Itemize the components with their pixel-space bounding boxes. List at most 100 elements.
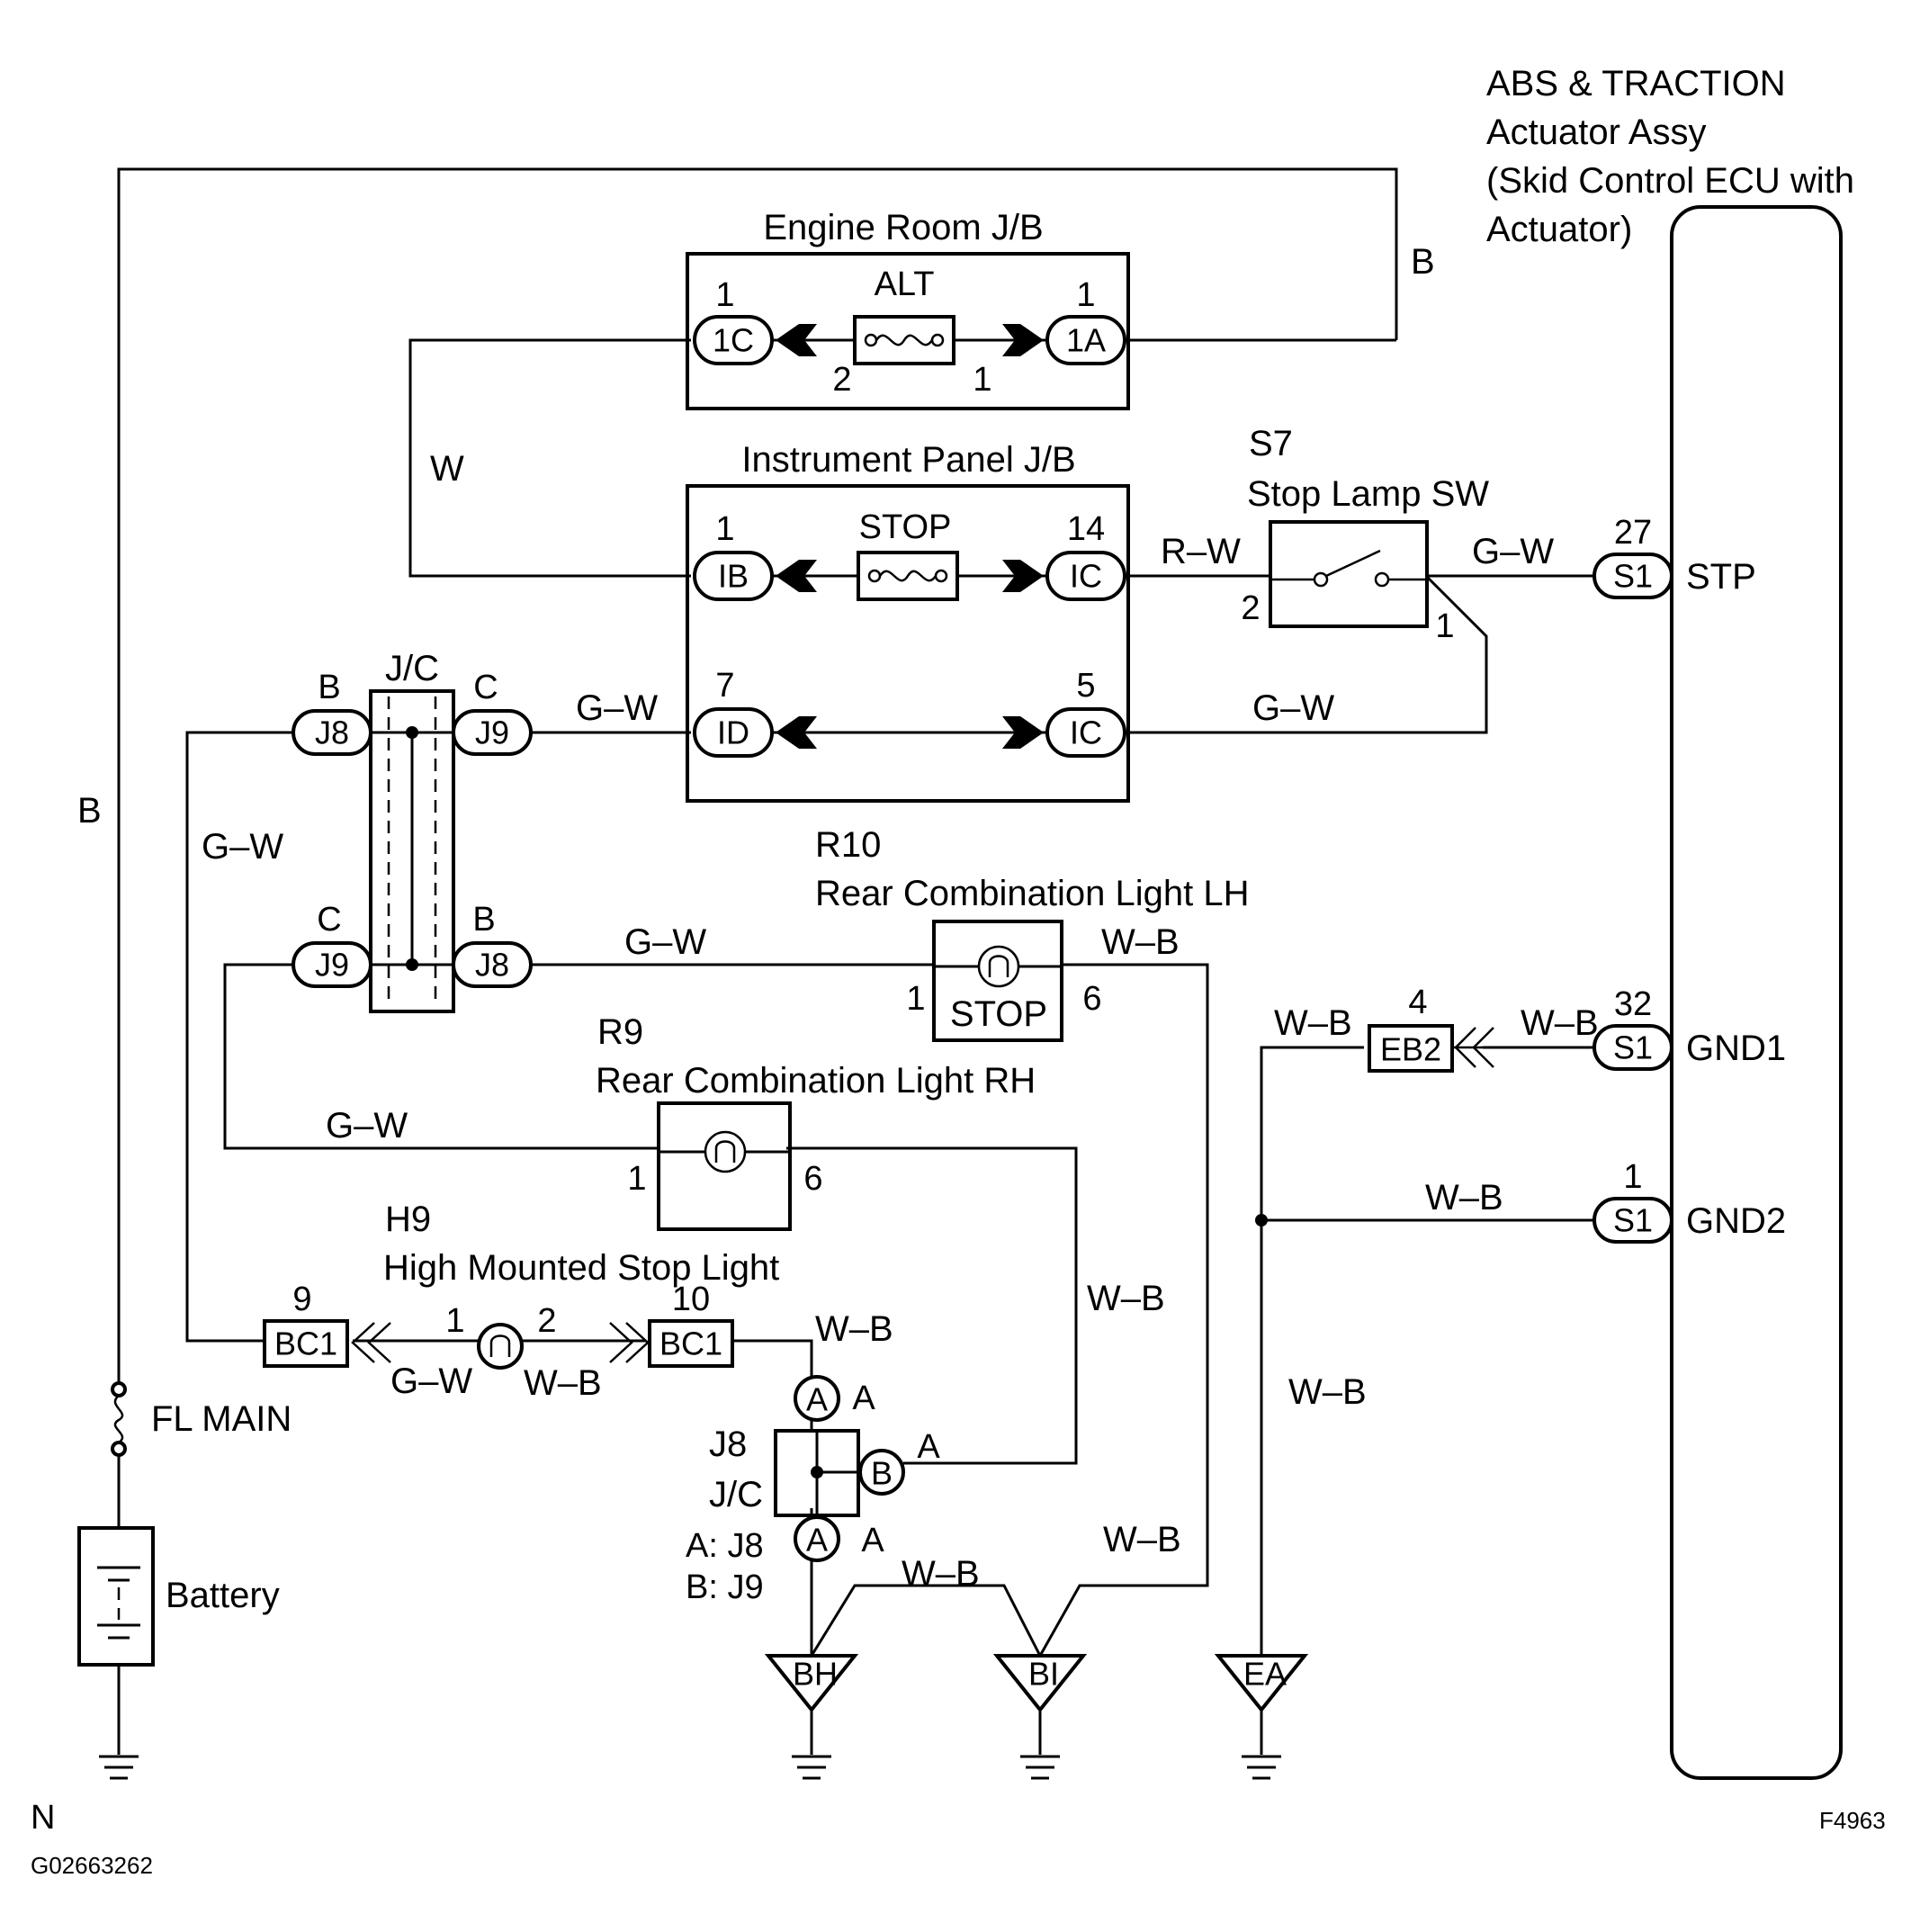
- ecu-stp-label: STP: [1686, 557, 1756, 597]
- connector-j9-top: [452, 709, 533, 756]
- connector-ic-5-pin: 5: [1076, 667, 1095, 705]
- wire-label-w: W: [430, 449, 464, 489]
- connector-j8-top: [292, 709, 372, 756]
- wire-label-wb-bh-bi: W–B: [902, 1554, 980, 1594]
- instrument-panel-jb-box: [686, 484, 1130, 803]
- high-mount-code: H9: [385, 1200, 431, 1239]
- instrument-panel-jb: Instrument Panel J/B STOP IB 1 IC 14 ID …: [686, 440, 1130, 803]
- connector-ib-label: IB: [718, 558, 749, 595]
- rear-light-lh-pin-6: 6: [1082, 980, 1101, 1018]
- wire-label-wb-gnd2: W–B: [1425, 1178, 1503, 1218]
- bulb-icon: [477, 1323, 524, 1370]
- fuse-element-icon: [878, 570, 938, 582]
- fusible-link-icon: [113, 1395, 124, 1444]
- rear-light-lh-inner: STOP: [950, 994, 1047, 1034]
- connector-bc1-left-pin: 9: [292, 1281, 311, 1318]
- ground-bi: [992, 1654, 1088, 1713]
- connector-arrow-icon: [776, 716, 817, 749]
- wire-label-wb-rh: W–B: [1087, 1279, 1165, 1318]
- jc-lower-pin-a-top-letter: A: [852, 1379, 875, 1417]
- connector-bc1-right: [648, 1319, 734, 1368]
- connector-bc1-right-pin: 10: [672, 1281, 710, 1318]
- bulb-filament-icon: [489, 1334, 511, 1357]
- fuse-element-icon: [875, 334, 934, 346]
- connector-arrow-icon: [776, 324, 817, 356]
- ecu-body: [1670, 205, 1843, 1780]
- earth-ground-icon: [99, 1755, 139, 1780]
- ecu-title-line4: Actuator): [1486, 210, 1632, 249]
- engine-room-jb: Engine Room J/B ALT 1C 1 1A 1 2 1: [686, 208, 1130, 410]
- ecu-gnd1-conn-label: S1: [1613, 1029, 1653, 1066]
- jc-lower-pin-a-bottom: [794, 1515, 840, 1562]
- switch-contact-icon: [1313, 571, 1329, 588]
- ecu-gnd2-conn-label: S1: [1613, 1202, 1653, 1239]
- connector-j8-bottom-label: J8: [475, 947, 509, 984]
- wire-label-gw-rh: G–W: [326, 1106, 408, 1146]
- jc-lower-pin-b: [858, 1449, 905, 1496]
- jc-lower-label: J/C: [709, 1475, 763, 1514]
- rear-light-lh-code: R10: [815, 825, 881, 865]
- wire-color-labels: B B W R–W G–W G–W G–W G–W G–W W–B G–W W–…: [77, 242, 1599, 1594]
- battery-label: Battery: [166, 1576, 280, 1615]
- rear-light-rh-pin-6: 6: [803, 1160, 822, 1198]
- fuse-terminal: [934, 569, 948, 583]
- ecu-stp-connector: [1592, 553, 1673, 599]
- high-mounted-stop-light: H9 High Mounted Stop Light BC1 9 BC1 10 …: [263, 1200, 779, 1370]
- connector-eb2-group: EB2 4: [1255, 984, 1494, 1227]
- ground-bh-label: BH: [793, 1656, 838, 1693]
- connector-1a-label: 1A: [1066, 322, 1106, 359]
- ground-ea-label: EA: [1243, 1656, 1287, 1693]
- ground-bh: [764, 1654, 859, 1713]
- connector-ib: [693, 551, 774, 601]
- fl-main-label: FL MAIN: [151, 1399, 292, 1439]
- connector-j8-bottom: [452, 941, 533, 988]
- jc-lower-pin-a-top-label: A: [806, 1381, 828, 1418]
- grounds: BH BI EA: [99, 1654, 1309, 1780]
- connector-ic-5-label: IC: [1070, 714, 1102, 751]
- ecu-gnd1-label: GND1: [1686, 1029, 1786, 1068]
- jc-lower-legend-b: B: J9: [686, 1568, 764, 1606]
- wire-label-rw: R–W: [1161, 532, 1241, 571]
- ecu-gnd1-connector: [1592, 1024, 1673, 1071]
- jc-upper-label: J/C: [385, 649, 439, 688]
- connector-id-label: ID: [717, 714, 749, 751]
- fuse-terminal: [867, 569, 882, 583]
- earth-ground-icon: [1242, 1755, 1281, 1780]
- junction-dot: [1255, 1214, 1268, 1227]
- high-mount-name: High Mounted Stop Light: [383, 1248, 779, 1288]
- rear-light-rh-pin-1: 1: [627, 1160, 646, 1198]
- abs-ecu: ABS & TRACTION Actuator Assy (Skid Contr…: [1486, 64, 1854, 1780]
- connector-arrow-icon: [625, 1322, 650, 1363]
- jc-lower-pin-b-letter: A: [917, 1428, 940, 1466]
- alt-fuse-pin-2: 2: [832, 361, 851, 399]
- connector-bc1-left-label: BC1: [274, 1325, 337, 1362]
- fuse-terminal: [864, 333, 878, 347]
- ecu-title-line3: (Skid Control ECU with: [1486, 161, 1854, 201]
- jc-lower-legend-a: A: J8: [686, 1527, 764, 1565]
- connector-j9-top-letter: C: [473, 669, 498, 706]
- ecu-title-line1: ABS & TRACTION: [1486, 64, 1786, 103]
- jc-lower-pin-a-top: [794, 1375, 840, 1422]
- rear-light-lh-box: [932, 920, 1063, 1042]
- junction-dot: [406, 726, 418, 739]
- wire-label-gw-id: G–W: [576, 688, 658, 728]
- connector-bc1-left: [263, 1319, 349, 1368]
- connector-1c-pin: 1: [715, 276, 734, 314]
- connector-bc1-right-label: BC1: [659, 1325, 722, 1362]
- fuse-terminal: [111, 1381, 127, 1397]
- junction-connector-upper: J/C J8 B J9 C J9 C J8 B: [292, 649, 533, 1013]
- wire-label-gw-hm: G–W: [390, 1361, 472, 1401]
- connector-ic-14: [1045, 551, 1126, 601]
- fuse-terminal: [930, 333, 945, 347]
- ecu-gnd2-pin: 1: [1623, 1158, 1642, 1196]
- power-supply: FL MAIN Battery: [77, 1381, 292, 1667]
- wire-label-gw-ic: G–W: [1252, 688, 1334, 728]
- wire-label-gw-stp: G–W: [1472, 532, 1554, 571]
- connector-arrow-icon: [1002, 324, 1044, 356]
- connector-arrow-icon: [1002, 716, 1044, 749]
- ecu-stp-pin: 27: [1614, 514, 1652, 552]
- ecu-title-line2: Actuator Assy: [1486, 112, 1707, 152]
- connector-ic-14-label: IC: [1070, 558, 1102, 595]
- footer-code-right: F4963: [1819, 1807, 1886, 1834]
